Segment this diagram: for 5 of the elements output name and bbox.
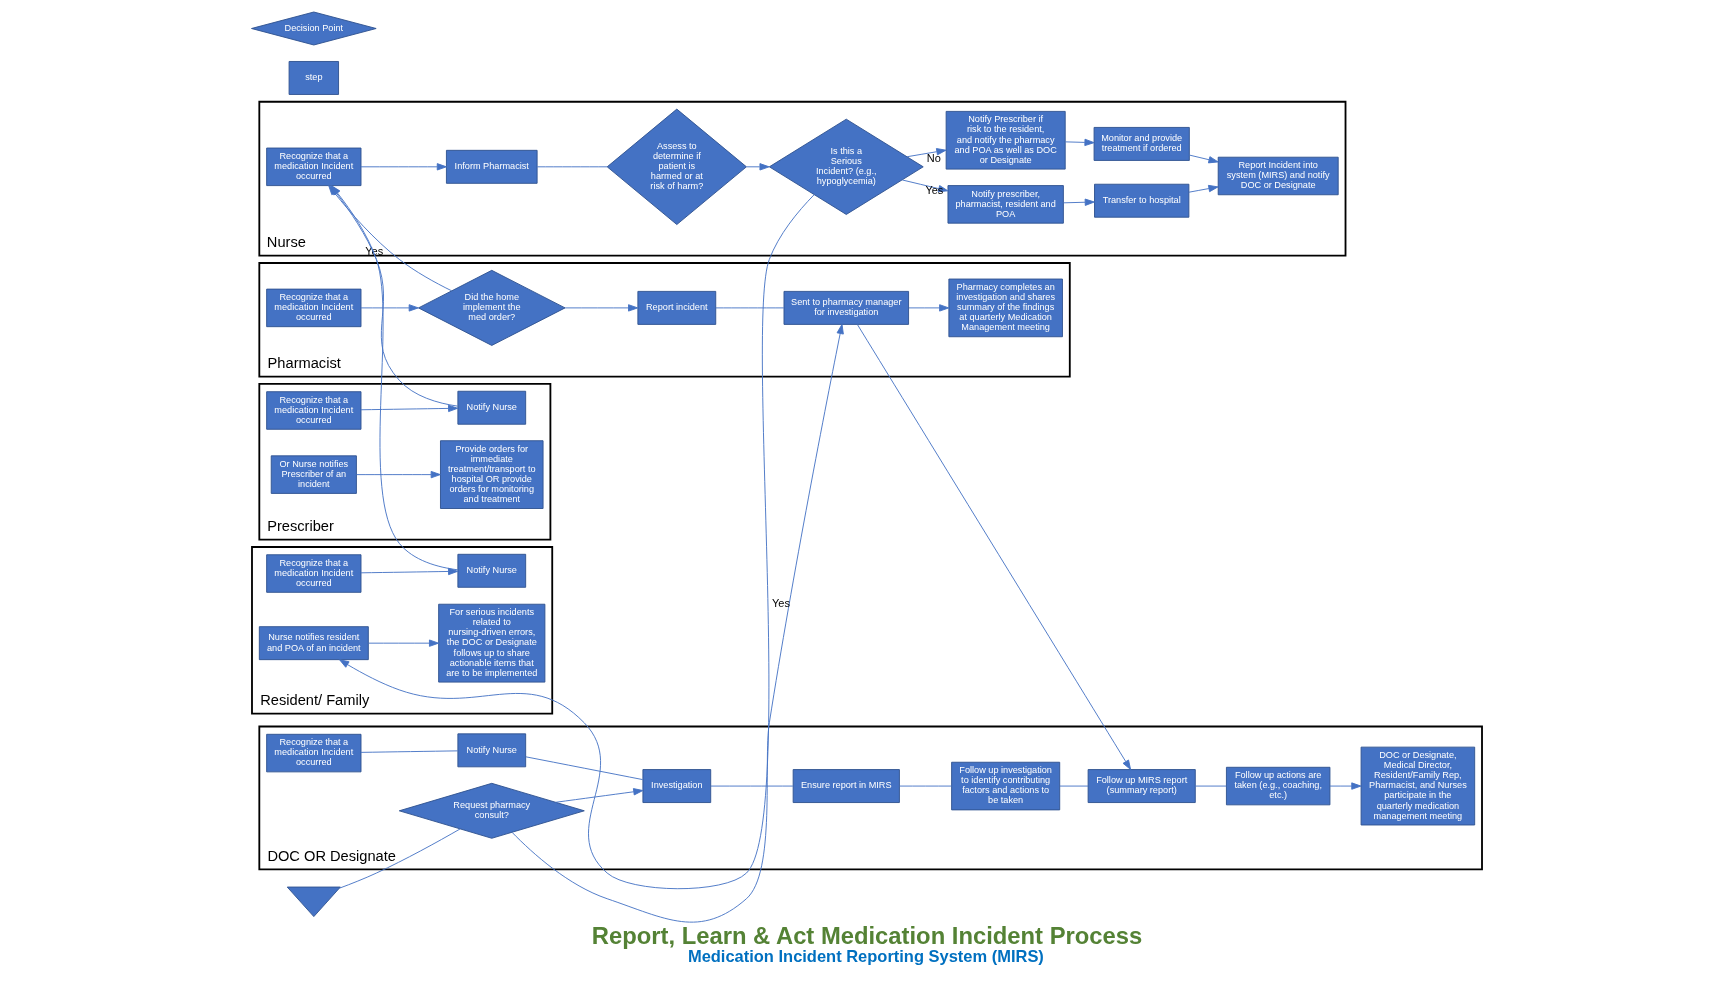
edge-label: Yes [772,597,790,610]
diagram-title: Report, Learn & Act Medication Incident Process [591,922,1143,950]
edge-label: No [926,152,941,165]
edge-label: Yes [925,184,944,197]
caption: Medication Incident Reporting System (MIRS) [687,947,1044,966]
